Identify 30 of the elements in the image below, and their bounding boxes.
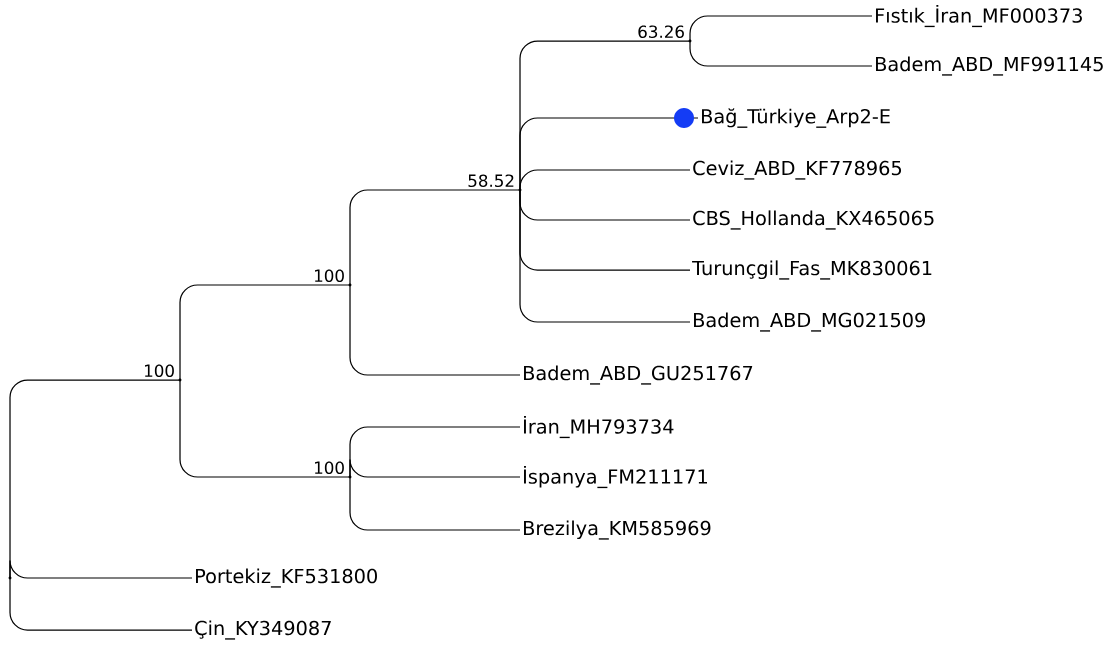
tree-branch — [179, 284, 351, 381]
bootstrap-value: 58.52 — [468, 174, 514, 188]
leaf-label: Ceviz_ABD_KF778965 — [693, 160, 902, 180]
tree-branch — [349, 284, 521, 376]
tree-branch — [179, 379, 351, 478]
tree-branch — [689, 40, 873, 67]
bootstrap-value: 100 — [315, 269, 344, 283]
tree-branch — [349, 458, 521, 478]
tree-branch — [519, 169, 691, 191]
leaf-label: Brezilya_KM585969 — [524, 520, 711, 540]
leaf-label: Badem_ABD_MG021509 — [694, 312, 925, 332]
bootstrap-value: 100 — [315, 461, 344, 475]
leaf-label: Çin_KY349087 — [195, 620, 331, 640]
leaf-label: İspanya_FM211171 — [524, 465, 707, 489]
tree-branch — [9, 559, 193, 579]
tree-branch — [519, 189, 691, 323]
leaf-label: Portekiz_KF531800 — [196, 568, 377, 588]
tree-branch — [9, 577, 193, 631]
bootstrap-value: 100 — [145, 364, 174, 378]
tree-branch — [689, 15, 873, 42]
leaf-label: CBS_Hollanda_KX465065 — [693, 210, 934, 230]
leaf-label: İran_MH793734 — [524, 415, 674, 439]
leaf-label: Bağ_Türkiye_Arp2-E — [702, 108, 890, 128]
leaf-label: Badem_ABD_MF991145 — [876, 56, 1103, 76]
tree-branch — [349, 476, 521, 531]
leaf-label: Badem_ABD_GU251767 — [524, 365, 753, 385]
bootstrap-value: 63.26 — [638, 25, 684, 39]
leaf-label: Fıstık_İran_MF000373 — [876, 4, 1082, 28]
leaf-label: Turunçgil_Fas_MK830061 — [692, 260, 932, 280]
tree-branch — [349, 189, 521, 286]
